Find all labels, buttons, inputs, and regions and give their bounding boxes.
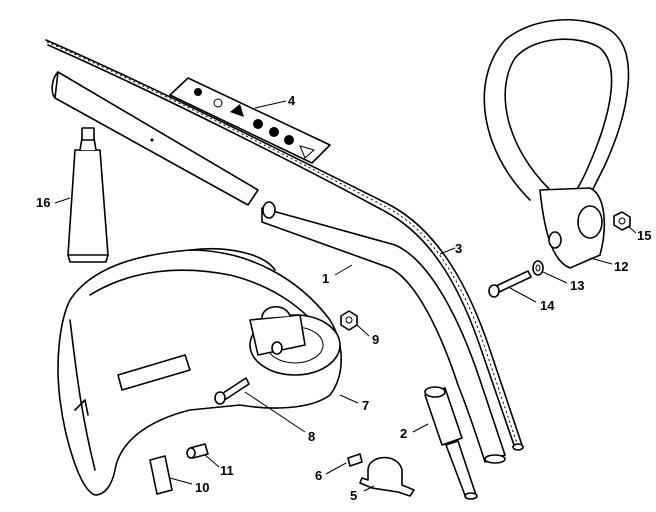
part-2-sleeve [424, 386, 478, 500]
label-part-11: 11 [220, 463, 234, 478]
decal-symbols [194, 88, 316, 159]
part-8-screw [214, 377, 250, 405]
part-9-nut [340, 310, 358, 331]
label-part-14: 14 [540, 298, 555, 313]
part-11-screw [186, 443, 209, 459]
part-14-screw [488, 270, 532, 298]
label-part-2: 2 [400, 426, 407, 441]
part-7-deflector [57, 247, 343, 496]
part-4-decal [169, 77, 331, 164]
label-part-16: 16 [36, 195, 50, 210]
label-part-8: 8 [308, 429, 315, 444]
part-3-drive-shaft [45, 39, 524, 451]
part-labels: 1 2 3 4 5 6 7 8 9 10 11 12 13 14 15 16 [36, 93, 651, 503]
part-10-plate [149, 455, 173, 495]
label-part-1: 1 [322, 271, 329, 286]
part-6-screw [347, 453, 363, 467]
part-1-drive-tube [51, 71, 506, 464]
label-part-6: 6 [315, 468, 322, 483]
part-5-clamp [359, 456, 415, 497]
label-part-10: 10 [195, 480, 209, 495]
part-15-nut [613, 211, 631, 231]
part-16-grease-tube [67, 127, 109, 263]
label-part-12: 12 [614, 259, 628, 274]
label-part-3: 3 [455, 241, 462, 256]
label-part-5: 5 [350, 488, 357, 503]
label-part-7: 7 [362, 398, 369, 413]
label-part-4: 4 [288, 93, 296, 108]
label-part-9: 9 [372, 332, 379, 347]
leader-lines [54, 100, 637, 492]
label-part-13: 13 [570, 278, 584, 293]
part-12-loop-handle [483, 18, 630, 269]
part-13-washer [532, 260, 544, 276]
label-part-15: 15 [637, 228, 651, 243]
